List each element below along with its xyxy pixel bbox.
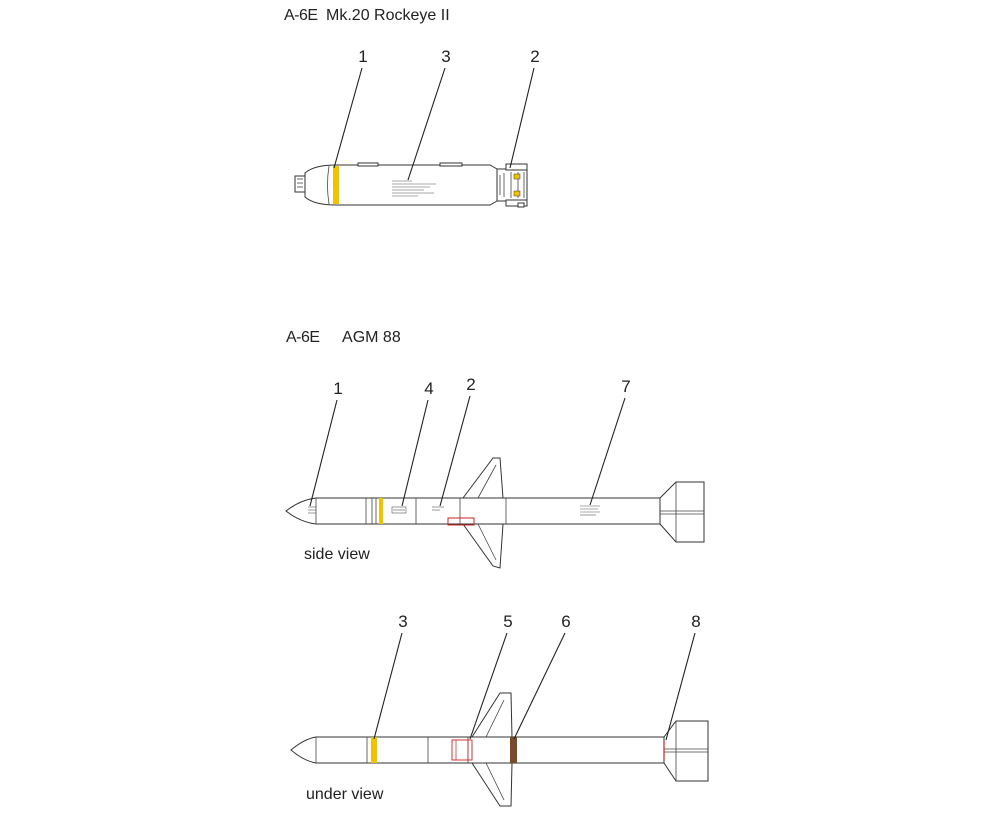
rockeye-title-name: Mk.20 Rockeye II [326,7,450,24]
rockeye-title-prefix: A-6E [284,7,318,24]
rockeye-title: A-6E Mk.20 Rockeye II [284,7,450,25]
agm88-title-name: AGM 88 [342,329,401,346]
side-leader-1 [309,399,338,507]
rockeye-leader-2 [509,67,535,169]
agm88-side-view [285,457,705,569]
side-red-detail [447,517,475,526]
rockeye-tail [496,168,528,202]
side-body [285,497,661,525]
under-leader-3 [373,632,403,740]
side-callout-4: 4 [424,379,434,398]
rockeye-leader-1 [333,67,363,169]
rockeye-callout-3: 3 [441,47,451,66]
rockeye-bomb [294,162,528,208]
rockeye-yellow-band [333,166,339,204]
side-view-label: side view [304,546,370,563]
under-leader-5 [469,632,508,740]
side-yellow-band [379,498,383,524]
rockeye-fuze [294,175,306,193]
side-callout-1: 1 [333,379,343,398]
side-callout-2: 2 [466,375,476,394]
side-leader-2 [439,395,471,507]
agm88-title-prefix: A-6E [286,329,320,346]
under-callout-6: 6 [561,612,571,631]
rockeye-leader-3 [407,67,446,181]
under-callout-5: 5 [503,612,513,631]
under-brown-band [510,737,517,763]
side-lower-wing [462,523,504,569]
under-leader-6 [513,632,566,740]
under-callout-8: 8 [691,612,701,631]
side-tail-fins [659,481,705,543]
side-upper-wing [462,457,504,499]
under-red-detail [451,739,473,761]
side-leader-4 [401,399,429,507]
agm88-under-view [290,692,709,807]
under-yellow-band [371,737,377,763]
side-leader-7 [589,397,626,506]
agm88-title: A-6E AGM 88 [286,329,401,347]
under-body [290,736,665,764]
rockeye-callout-1: 1 [358,47,368,66]
rockeye-callout-2: 2 [530,47,540,66]
under-callout-3: 3 [398,612,408,631]
under-lower-wing [471,762,513,807]
under-leader-8 [665,632,696,741]
under-tail-fins [663,720,709,782]
under-view-label: under view [306,786,384,803]
side-callout-7: 7 [621,377,631,396]
rockeye-stencil [392,180,436,197]
